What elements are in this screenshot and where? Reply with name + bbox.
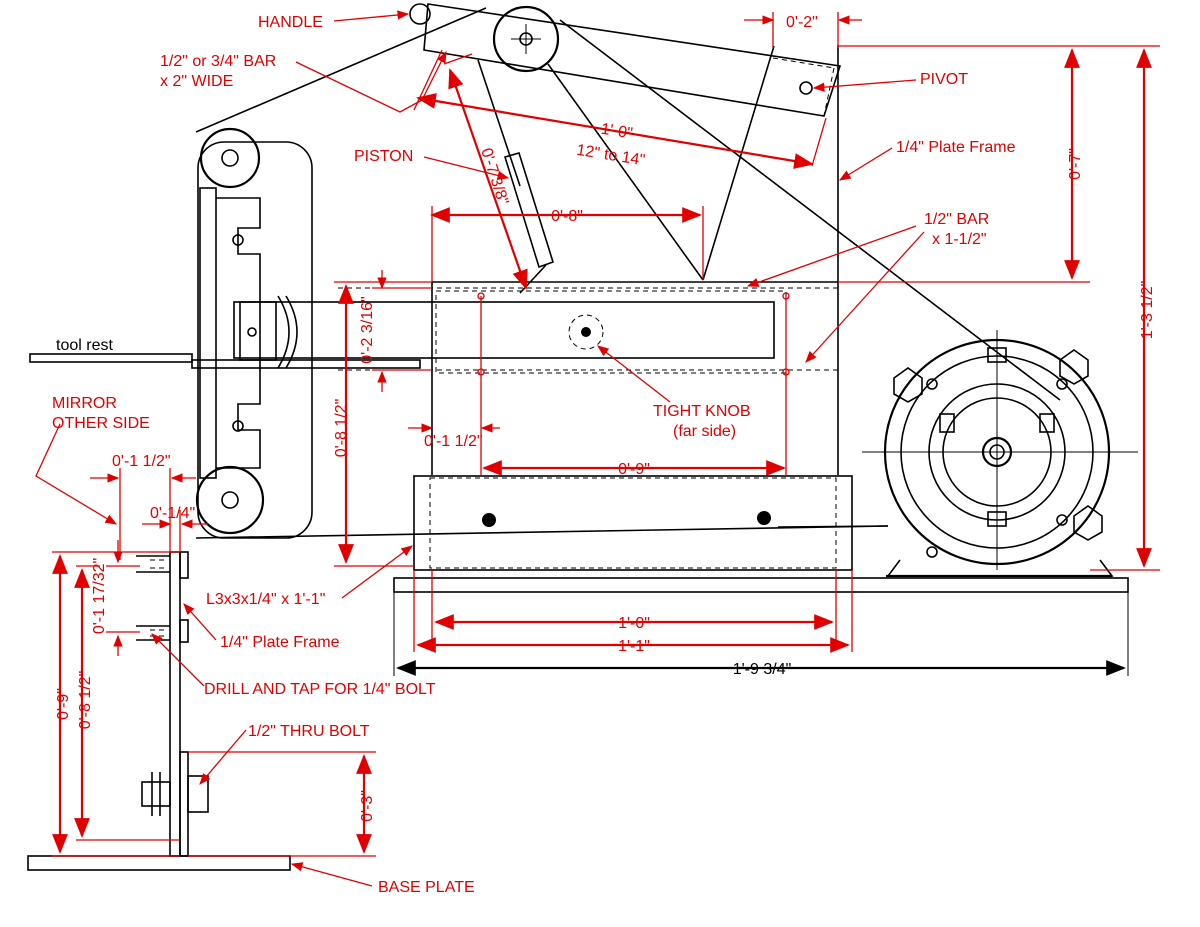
- half-bar-label-line1: 1/2" BAR: [924, 211, 989, 228]
- dim-1-3-half: 1'-3 1/2": [1139, 281, 1156, 340]
- tool-rest-label: tool rest: [56, 337, 113, 354]
- dim-0-9: 0'-9": [618, 461, 650, 478]
- annotations: HANDLE 1/2" or 3/4" BAR x 2" WIDE PIVOT …: [52, 14, 1156, 896]
- base-plate-label: BASE PLATE: [378, 879, 475, 896]
- bar-size-label-line1: 1/2" or 3/4" BAR: [160, 53, 276, 70]
- mirror-label-line2: OTHER SIDE: [52, 415, 150, 432]
- side-dim-0-9: 0'-9": [55, 688, 72, 720]
- plate-frame-top-label: 1/4" Plate Frame: [896, 139, 1016, 156]
- dim-0-7-3-8: 0'-7 3/8": [477, 146, 511, 207]
- tight-knob-label-line1: TIGHT KNOB: [653, 403, 751, 420]
- machine-linework: [27, 3, 1138, 871]
- angle-iron-label: L3x3x1/4" x 1'-1": [206, 591, 325, 608]
- side-dim-0-3: 0'-3": [359, 790, 376, 822]
- dim-1-9-3-4: 1'-9 3/4": [733, 661, 792, 678]
- dim-0-1-half: 0'-1 1/2": [424, 433, 483, 450]
- side-dim-0-1-4: 0'-1/4": [150, 505, 195, 522]
- dimension-lines: [35, 10, 1160, 887]
- dim-1-0-arm: 1'-0": [600, 121, 634, 143]
- plate-frame-side-label: 1/4" Plate Frame: [220, 634, 340, 651]
- dim-0-7: 0'-7": [1067, 148, 1084, 180]
- dim-0-2: 0'-2": [786, 14, 818, 31]
- side-dim-0-1-17-32: 0'-1 17/32": [91, 558, 108, 634]
- thru-bolt-label: 1/2" THRU BOLT: [248, 723, 370, 740]
- dim-0-2-3-16: 0'-2 3/16": [359, 296, 376, 363]
- half-bar-label-line2: x 1-1/2": [932, 231, 987, 248]
- dim-1-0-base: 1'-0": [618, 615, 650, 632]
- mirror-label-line1: MIRROR: [52, 395, 117, 412]
- dim-12-to-14: 12" to 14": [575, 142, 646, 170]
- drill-tap-label: DRILL AND TAP FOR 1/4" BOLT: [204, 681, 436, 698]
- motor: [862, 330, 1138, 578]
- bar-size-label-line2: x 2" WIDE: [160, 73, 233, 90]
- handle-label: HANDLE: [258, 14, 323, 31]
- pivot-label: PIVOT: [920, 71, 968, 88]
- side-dim-0-8-half: 0'-8 1/2": [77, 671, 94, 730]
- dim-0-8-half: 0'-8 1/2": [333, 399, 350, 458]
- piston-label: PISTON: [354, 148, 413, 165]
- tight-knob-label-line2: (far side): [673, 423, 736, 440]
- dim-1-1: 1'-1": [618, 638, 650, 655]
- dim-0-8: 0'-8": [551, 208, 583, 225]
- side-dim-0-1-half: 0'-1 1/2": [112, 453, 171, 470]
